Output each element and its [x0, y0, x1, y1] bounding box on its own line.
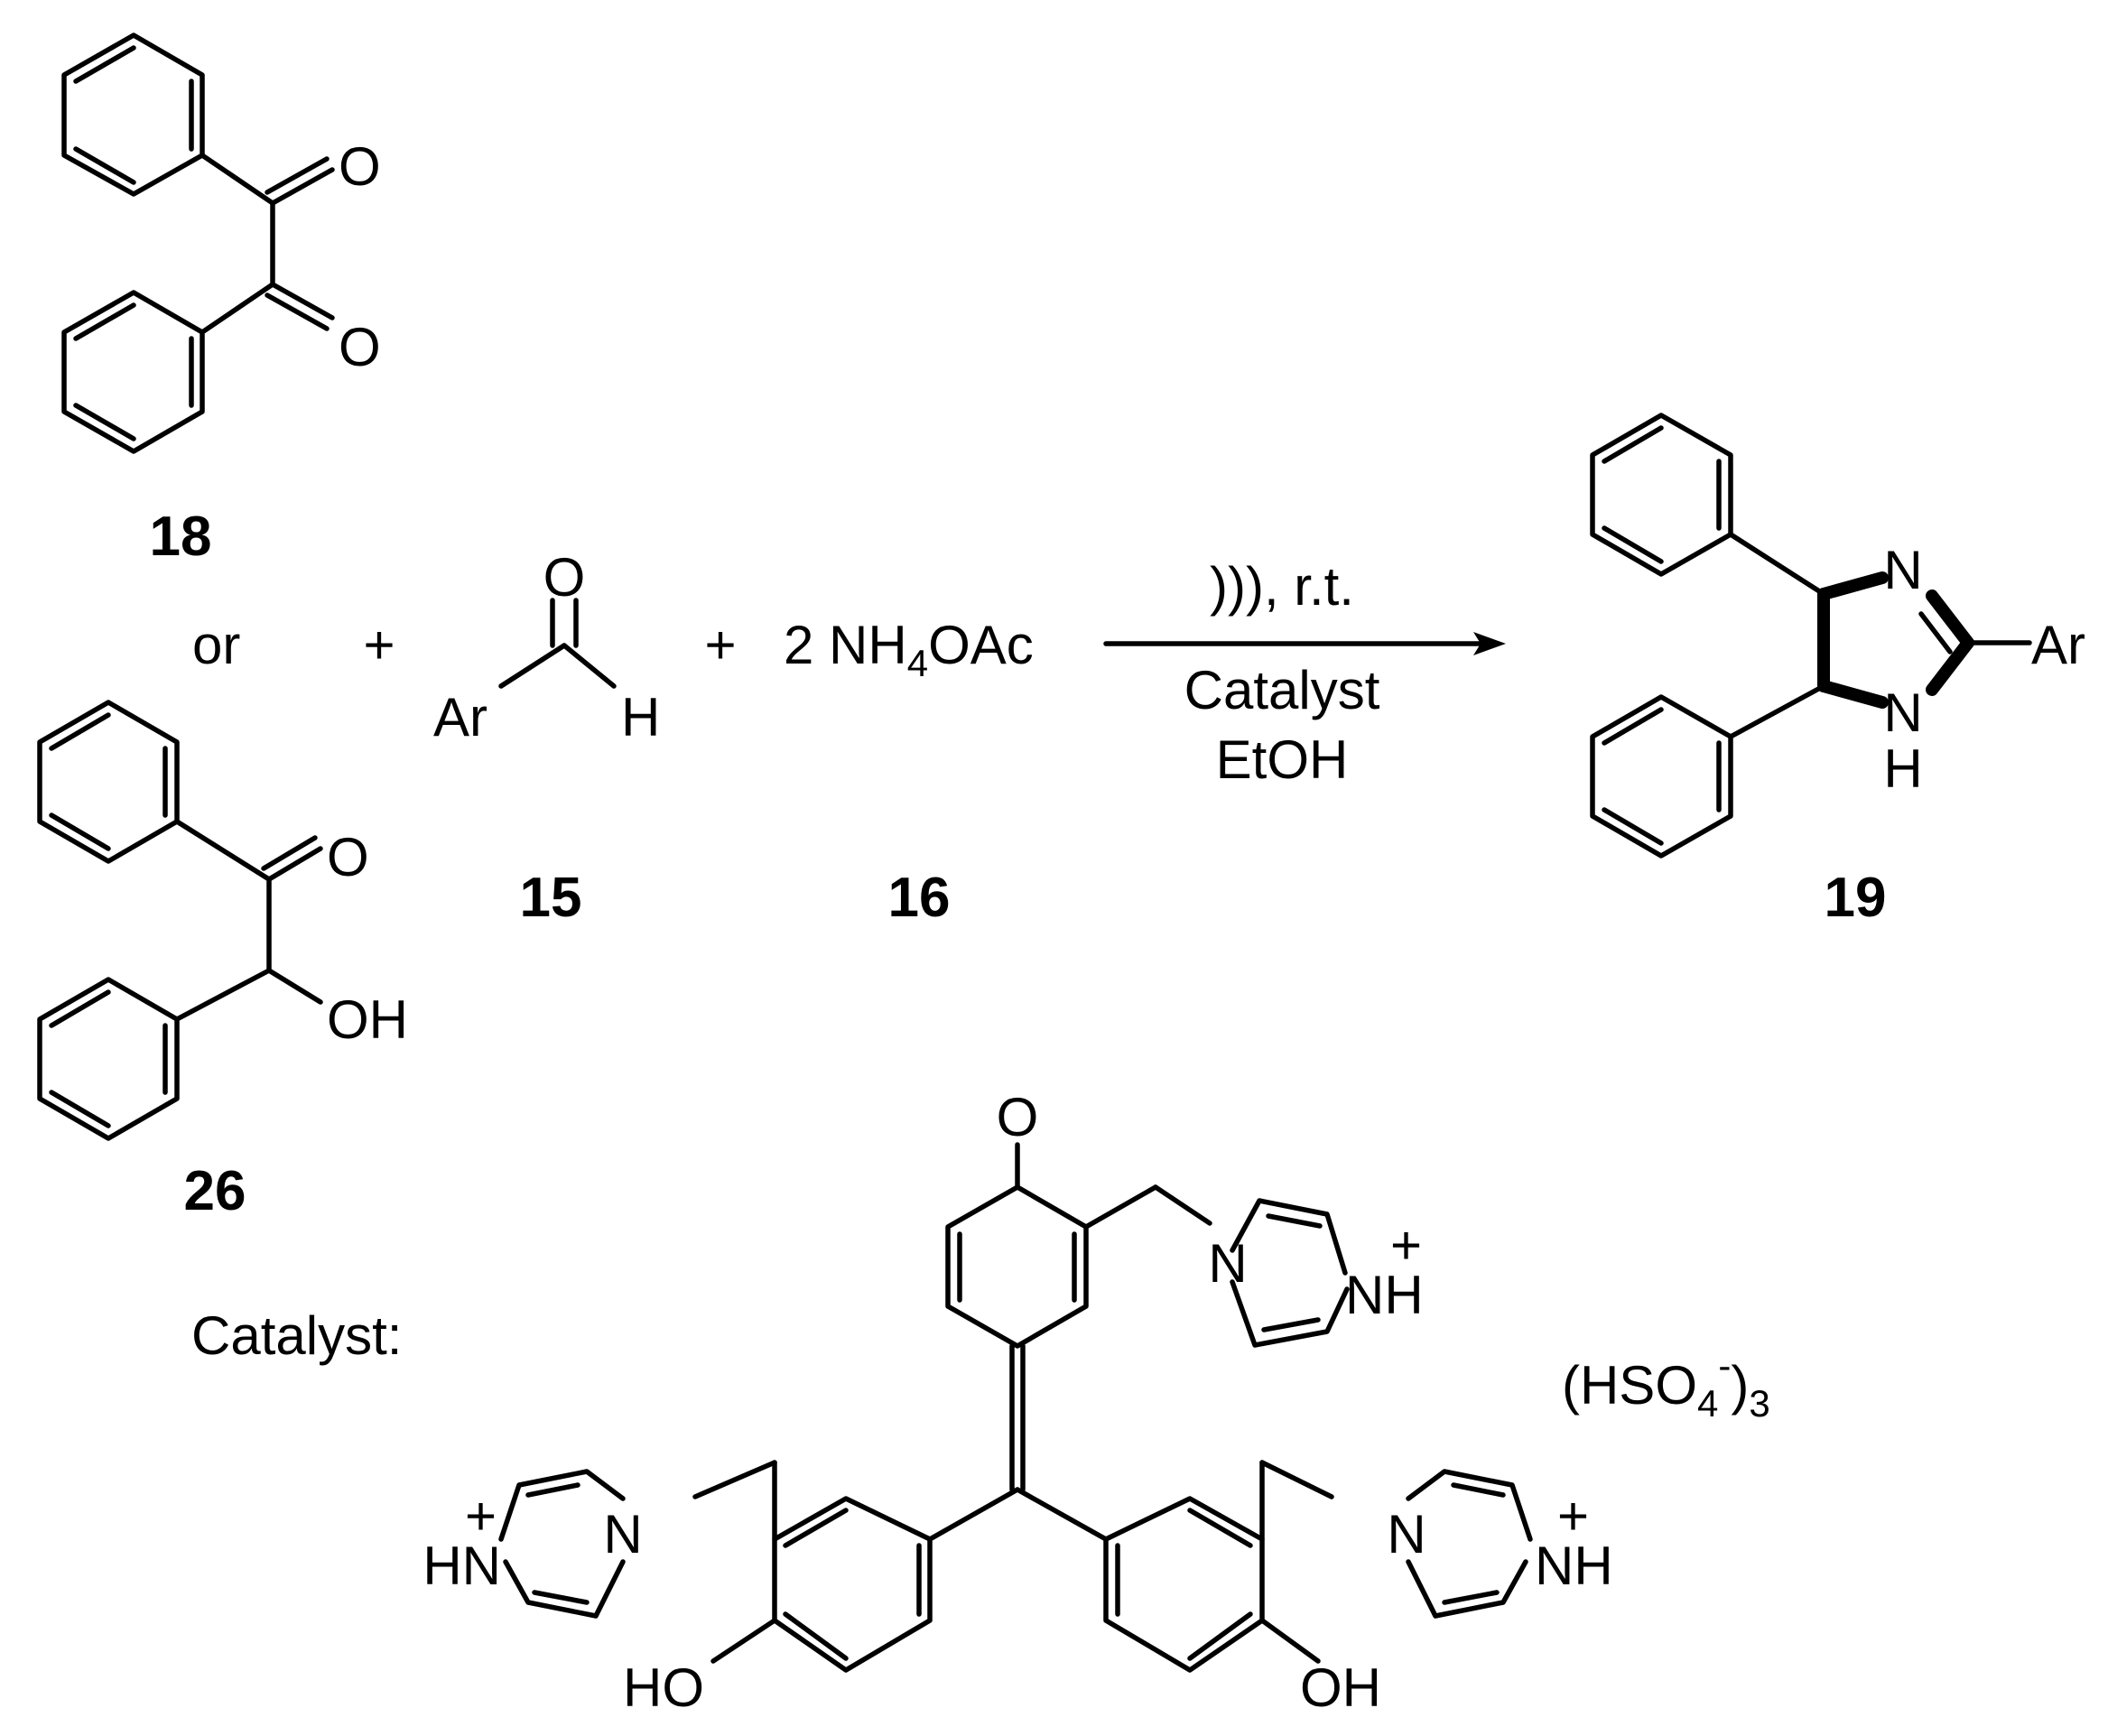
aryl-label: Ar [433, 687, 488, 747]
structure-benzoin: O OH [37, 700, 408, 1141]
condition-solvent: EtOH [1216, 729, 1349, 790]
structure-benzil: O O [61, 32, 381, 454]
atom-nh: NH [1535, 1536, 1613, 1596]
atom-n: N [1883, 682, 1922, 743]
atom-n: N [1883, 540, 1922, 600]
counterion-label: (HSO4-)3 [1562, 1344, 1770, 1425]
condition-catalyst: Catalyst [1184, 660, 1380, 720]
condition-ultrasound: ))), r.t. [1210, 556, 1354, 617]
structure-catalyst: O N NH + HO N HN + [423, 1087, 1612, 1718]
atom-n: N [1208, 1233, 1247, 1294]
hydroxyl-label: HO [623, 1657, 704, 1718]
positive-charge: + [1557, 1486, 1589, 1546]
atom-o: O [997, 1087, 1039, 1147]
atom-hn: HN [423, 1536, 501, 1596]
catalyst-label: Catalyst: [191, 1305, 402, 1366]
atom-o: O [339, 317, 381, 377]
hydroxyl-label: OH [1300, 1657, 1381, 1718]
structure-aryl-aldehyde: O Ar H [433, 547, 660, 747]
atom-o: O [543, 547, 586, 608]
atom-n: N [1387, 1504, 1425, 1564]
aryl-label: Ar [2031, 615, 2085, 675]
ammonium-acetate: 2 NH4OAc [784, 615, 1034, 684]
reaction-arrow [1103, 632, 1506, 655]
plus-sign: + [363, 615, 395, 675]
plus-sign: + [704, 615, 736, 675]
atom-n: N [603, 1504, 642, 1564]
compound-label-18: 18 [150, 506, 212, 568]
atom-h: H [1883, 738, 1922, 799]
compound-label-19: 19 [1825, 867, 1887, 929]
positive-charge: + [1390, 1215, 1422, 1276]
compound-label-16: 16 [888, 867, 951, 929]
positive-charge: + [465, 1486, 497, 1546]
compound-label-15: 15 [520, 867, 582, 929]
or-text: or [192, 615, 240, 675]
atom-h: H [621, 687, 660, 747]
structure-triaryl-imidazole: N N H Ar [1590, 413, 2085, 859]
atom-nh: NH [1345, 1265, 1424, 1325]
compound-label-26: 26 [184, 1160, 246, 1222]
atom-o: O [339, 136, 381, 197]
hydroxyl-label: OH [327, 989, 408, 1050]
atom-o: O [327, 827, 369, 887]
